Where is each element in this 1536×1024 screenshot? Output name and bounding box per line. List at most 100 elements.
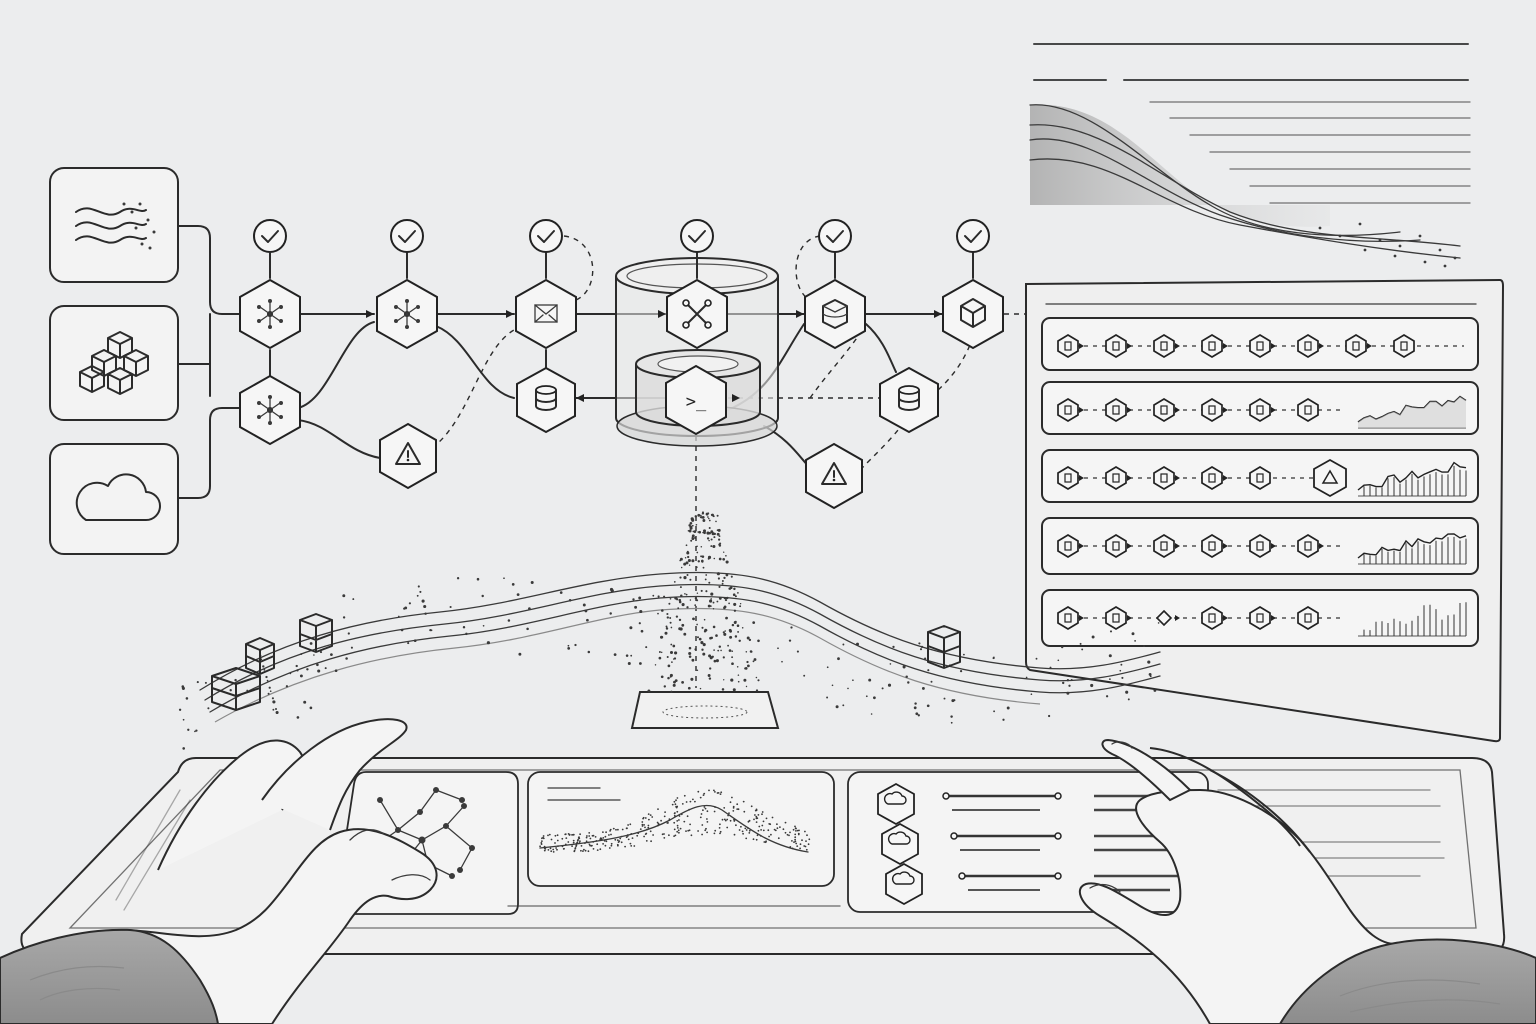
- node-icon: [1105, 606, 1127, 630]
- spark-icon: [1057, 606, 1079, 630]
- node-4-top[interactable]: [666, 251, 728, 350]
- box-icon: [1249, 466, 1271, 490]
- cloud-icon: [75, 473, 161, 521]
- sparkline-chart: [1357, 533, 1467, 565]
- tools-icon: [682, 299, 712, 329]
- node-icon: [1153, 398, 1175, 422]
- check-icon: [826, 230, 844, 243]
- monitor-row[interactable]: [1041, 517, 1479, 575]
- box-icon: [1153, 466, 1175, 490]
- sparkline-chart: [1358, 602, 1467, 637]
- edge-arrows: [366, 310, 942, 402]
- source-box-signal[interactable]: [49, 167, 179, 283]
- box-icon: [1105, 466, 1127, 490]
- node-6-top[interactable]: [942, 251, 1004, 350]
- left-hand: [0, 718, 438, 1024]
- projector: [630, 511, 780, 729]
- data-blocks-right: [927, 625, 961, 669]
- data-blocks-left: [211, 613, 333, 711]
- monitoring-rows: [1041, 317, 1479, 647]
- warning-icon: [821, 462, 847, 485]
- database-icon: [898, 385, 920, 411]
- node-icon: [1249, 398, 1271, 422]
- node-icon: [1249, 334, 1271, 358]
- box-icon: [1105, 534, 1127, 558]
- status-check-2: [390, 219, 424, 253]
- spark-icon: [1297, 606, 1319, 630]
- surface-plot-panel[interactable]: [527, 771, 835, 887]
- node-5-top[interactable]: [804, 251, 866, 350]
- cubes-icon: [79, 331, 149, 395]
- database-icon: [822, 299, 848, 329]
- node-icon: [1201, 334, 1223, 358]
- right-hand: [1078, 738, 1536, 1024]
- box-icon: [1057, 466, 1079, 490]
- status-check-6: [956, 219, 990, 253]
- source-box-cubes[interactable]: [49, 305, 179, 421]
- monitor-row[interactable]: [1041, 381, 1479, 435]
- box-icon: [1201, 466, 1223, 490]
- text-sheet: [1029, 43, 1471, 268]
- box-icon: [1297, 534, 1319, 558]
- cloud-icon: [883, 791, 907, 805]
- sparkline-chart: [1357, 461, 1467, 497]
- list-view-panel[interactable]: [847, 771, 1209, 913]
- hub-icon: [257, 395, 283, 425]
- node-2-bottom[interactable]: [379, 422, 437, 490]
- data-stream: [178, 571, 1161, 750]
- warning-icon: [395, 442, 421, 465]
- cloud-icon: [887, 831, 911, 845]
- node-3-bottom[interactable]: [516, 366, 576, 434]
- monitor-row[interactable]: [1041, 317, 1479, 371]
- status-check-3: [529, 219, 563, 253]
- lock-icon: [1057, 334, 1079, 358]
- terminal-prompt: >_: [686, 392, 707, 412]
- check-icon: [398, 230, 416, 243]
- node-icon: [1201, 606, 1223, 630]
- sparkline-chart: [1357, 395, 1467, 429]
- node-icon: [1249, 606, 1271, 630]
- source-box-cloud[interactable]: [49, 443, 179, 555]
- cloud-icon: [891, 871, 915, 885]
- database-icon: [535, 385, 557, 411]
- lock-icon: [1057, 398, 1079, 422]
- stream-particles: [178, 577, 1160, 750]
- list-item[interactable]: [881, 822, 1190, 866]
- status-check-5: [818, 219, 852, 253]
- list-item[interactable]: [885, 862, 1190, 906]
- node-icon: [1345, 334, 1367, 358]
- envelope-icon: [534, 304, 558, 323]
- node-5-bottom[interactable]: [879, 366, 939, 434]
- check-icon: [537, 230, 555, 243]
- node-icon: [1297, 334, 1319, 358]
- spark-icon: [1297, 398, 1319, 422]
- node-1-bottom[interactable]: [239, 374, 301, 446]
- monitor-row[interactable]: [1041, 449, 1479, 503]
- check-icon: [964, 230, 982, 243]
- surface-plot: [539, 789, 811, 853]
- hub-icon: [257, 299, 283, 329]
- box-icon: [1249, 534, 1271, 558]
- check-icon: [688, 230, 706, 243]
- scatter-dots-top: [1318, 222, 1457, 268]
- node-icon: [1105, 398, 1127, 422]
- list-item[interactable]: [877, 782, 1190, 826]
- node-2-top[interactable]: [376, 251, 438, 350]
- box-icon: [1153, 534, 1175, 558]
- status-check-4: [680, 219, 714, 253]
- node-icon: [1105, 334, 1127, 358]
- cube-icon: [960, 298, 986, 328]
- warning-icon: [1313, 458, 1347, 498]
- monitor-row[interactable]: [1041, 589, 1479, 647]
- node-icon: [1201, 398, 1223, 422]
- hub-icon: [394, 299, 420, 329]
- node-3-top[interactable]: [515, 251, 577, 350]
- node-4-bottom[interactable]: >_: [665, 364, 727, 436]
- diamond-icon: [1155, 609, 1173, 627]
- box-icon: [1201, 534, 1223, 558]
- node-icon: [1393, 334, 1415, 358]
- box-icon: [1057, 534, 1079, 558]
- node-icon: [1153, 334, 1175, 358]
- node-6-bottom[interactable]: [805, 442, 863, 510]
